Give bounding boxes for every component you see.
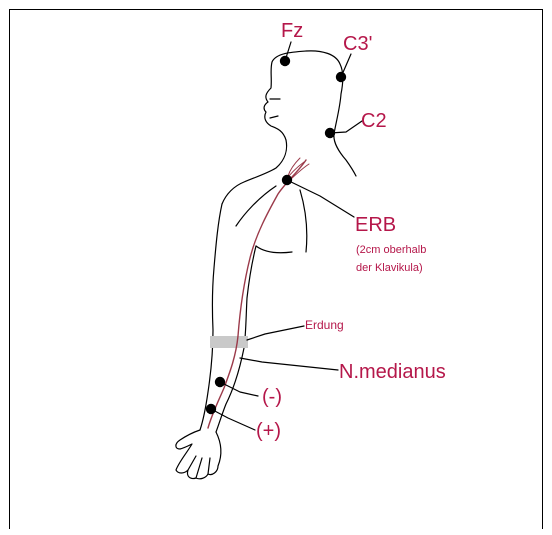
label-fz: Fz bbox=[281, 21, 303, 41]
label-c2: C2 bbox=[361, 111, 387, 131]
label-erb: ERB bbox=[355, 215, 396, 235]
pointer-erdung bbox=[247, 326, 304, 340]
electrode-minus bbox=[215, 377, 225, 387]
label-nerve: N.medianus bbox=[339, 362, 446, 382]
electrode-c3 bbox=[336, 72, 346, 82]
label-erdung: Erdung bbox=[305, 319, 344, 331]
face-detail bbox=[270, 99, 280, 118]
label-plus: (+) bbox=[256, 421, 281, 441]
electrode-c2 bbox=[325, 128, 335, 138]
label-erb-note-2: der Klavikula) bbox=[356, 261, 423, 275]
electrode-fz bbox=[280, 56, 290, 66]
median-nerve bbox=[208, 160, 306, 428]
label-c3: C3' bbox=[343, 34, 372, 54]
shoulder-line bbox=[236, 186, 276, 226]
outer-arm-outline bbox=[200, 204, 222, 430]
ground-band bbox=[210, 336, 248, 348]
label-erb-note-1: (2cm oberhalb bbox=[356, 243, 426, 257]
electrode-erb bbox=[282, 175, 292, 185]
electrode-plus bbox=[206, 404, 216, 414]
neck-outline bbox=[222, 140, 287, 204]
label-minus: (-) bbox=[262, 387, 282, 407]
finger-lines bbox=[188, 456, 210, 478]
head-outline bbox=[264, 51, 356, 176]
pointer-erb bbox=[287, 180, 354, 217]
pointer-nerve bbox=[240, 358, 338, 370]
